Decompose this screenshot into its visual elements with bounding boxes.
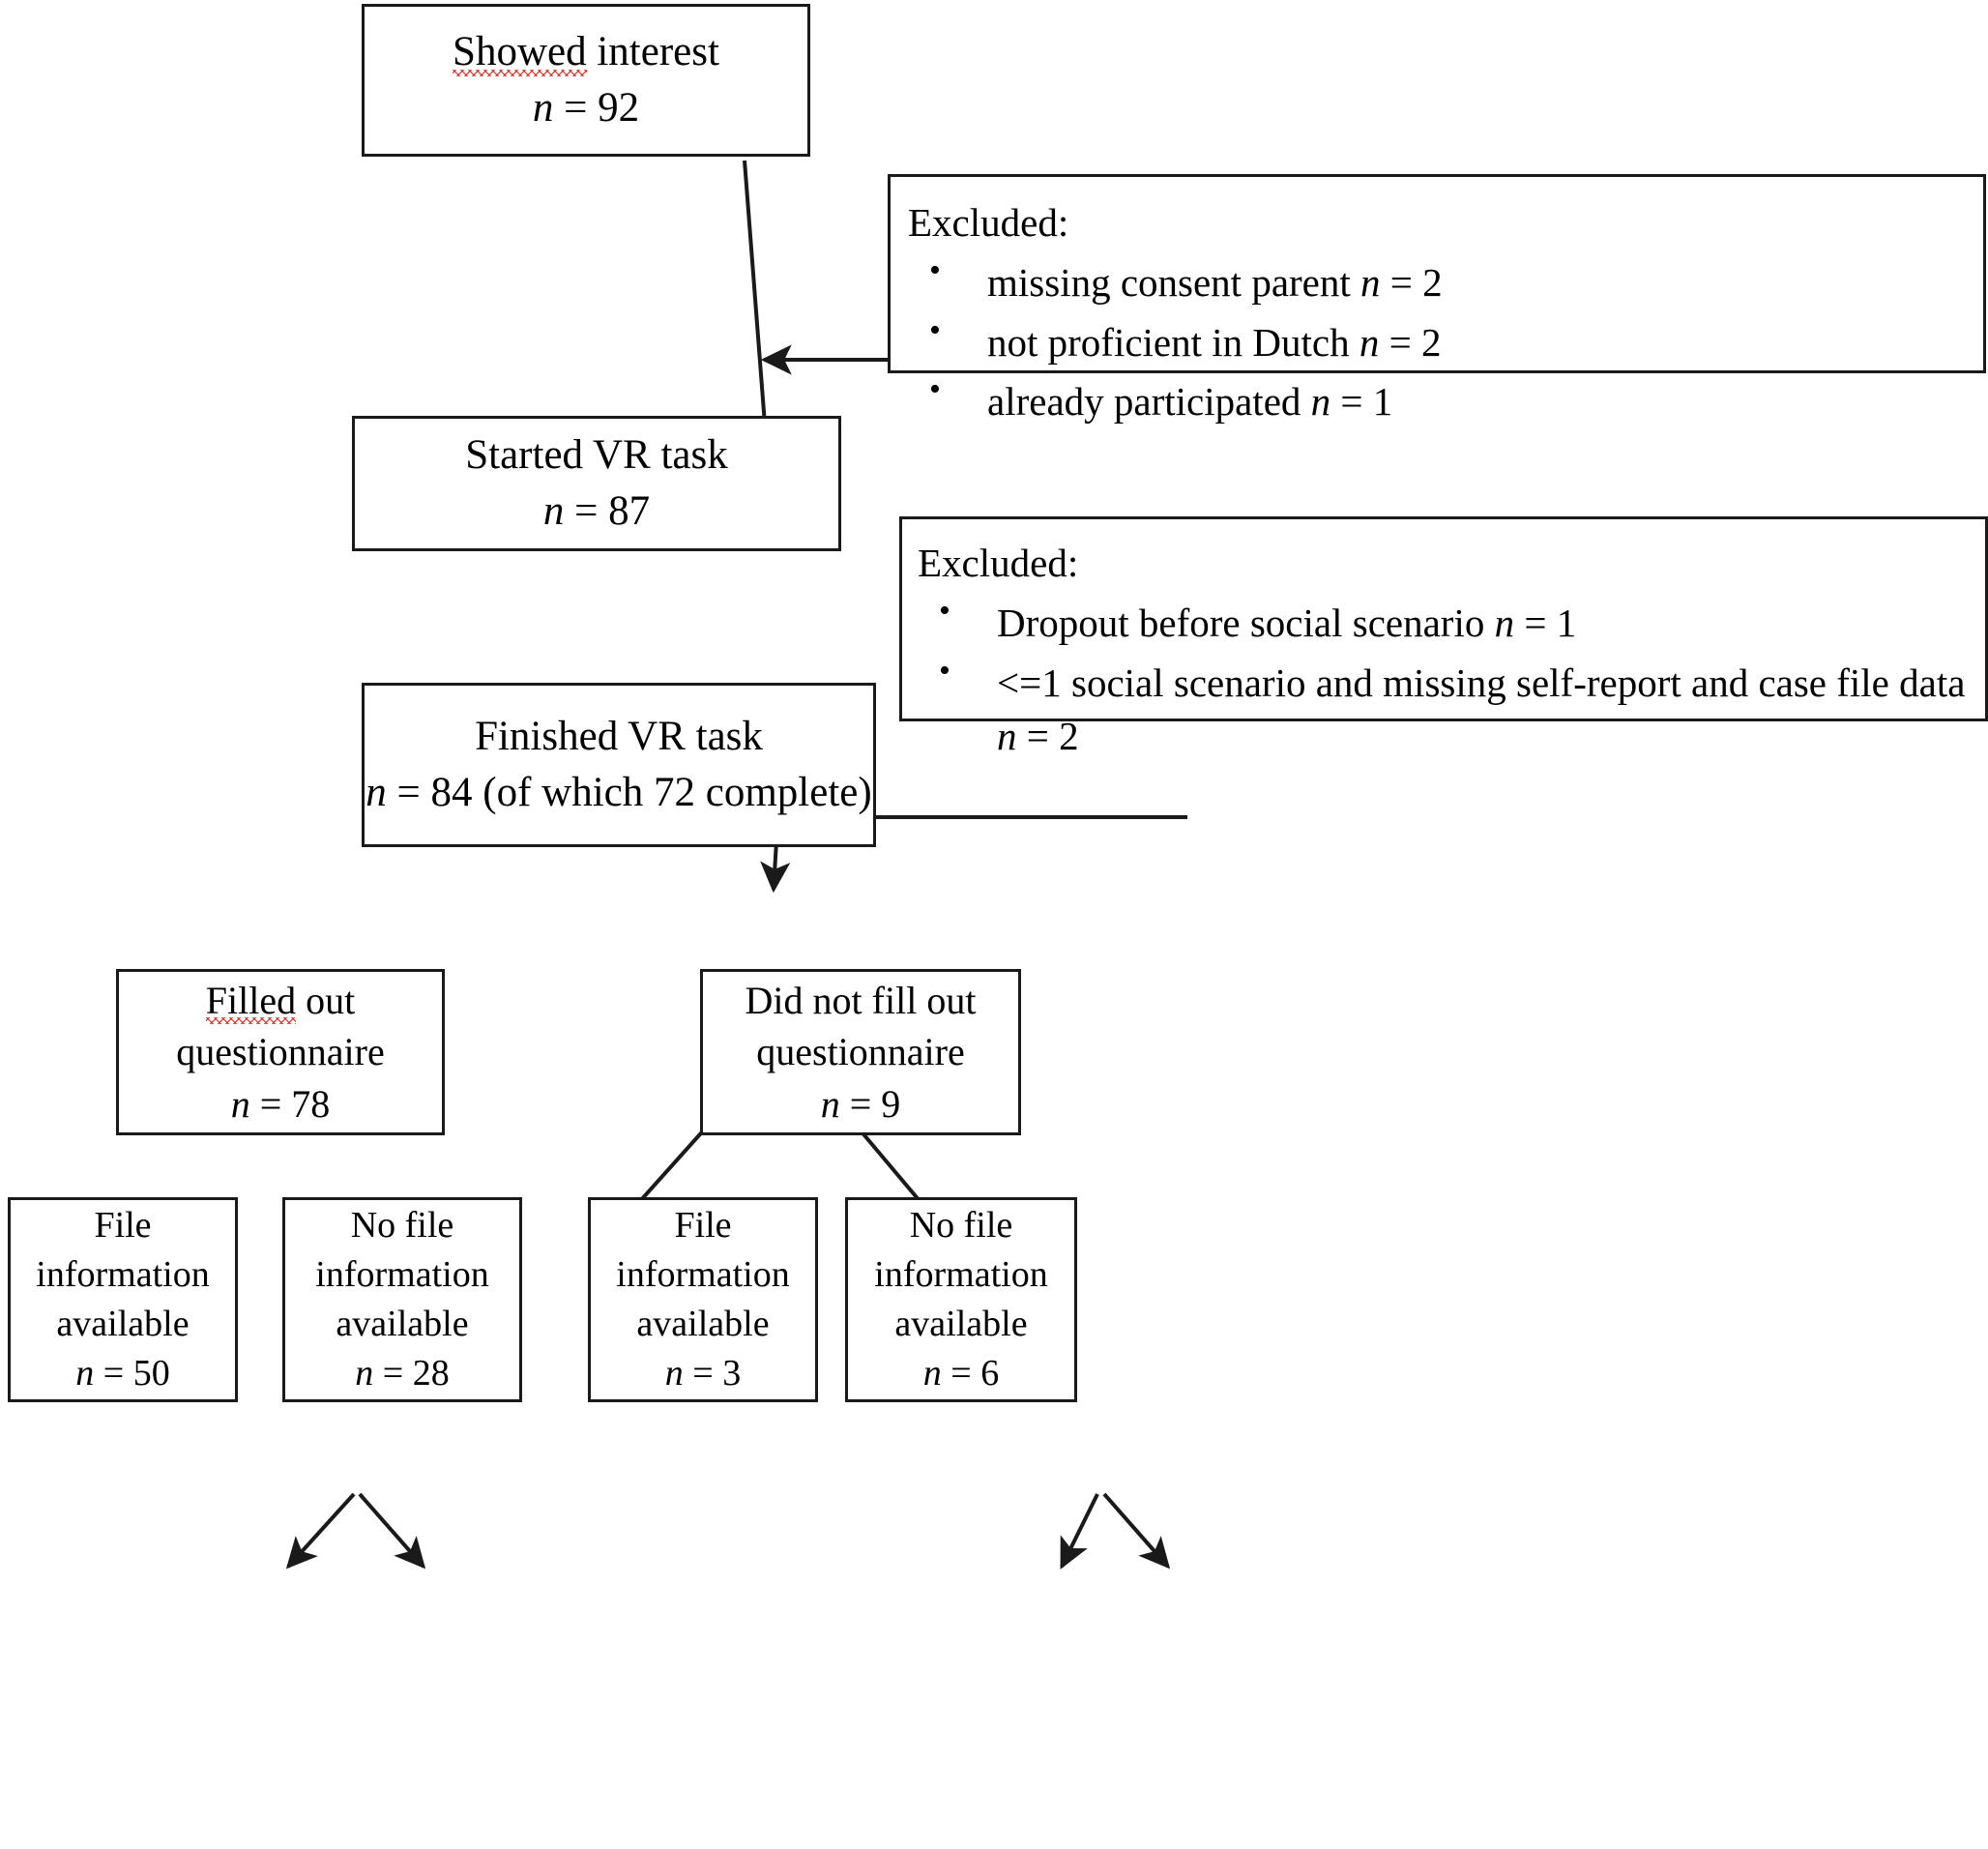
exclusion-item: • already participated n = 1 — [908, 371, 1966, 429]
node-started-vr-count: n = 87 — [542, 488, 651, 534]
node-filled-out-count: n = 78 — [230, 1081, 331, 1126]
exclusion-item: • <=1 social scenario and missing self-re… — [918, 652, 1970, 765]
edge-filled-out-to-file-info-1 — [285, 1492, 356, 1570]
node-did-not-fill-questionnaire: Did not fill out questionnaire n = 9 — [700, 969, 1021, 1135]
n-symbol: n — [1360, 259, 1381, 305]
exclusion-item-text: <=1 social scenario and missing self-rep… — [997, 660, 1966, 705]
n-symbol: n — [532, 85, 554, 131]
node-started-vr-task: Started VR task n = 87 — [352, 416, 841, 551]
node-filled-out-title-line1: Filled out — [205, 978, 356, 1022]
exclusion-item: • missing consent parent n = 2 — [908, 251, 1966, 310]
exclusion-item-count: = 1 — [1330, 379, 1393, 425]
node-no-file-information-available-2: No file information available n = 6 — [845, 1197, 1077, 1402]
spellcheck-underline-filled: Filled — [205, 978, 297, 1022]
node-file-info-1-count: n = 50 — [75, 1352, 170, 1394]
exclusion-item-count: = 1 — [1514, 600, 1577, 645]
node-showed-interest: Showed interest n = 92 — [362, 4, 810, 157]
node-did-not-fill-title-line1: Did not fill out — [745, 978, 977, 1022]
node-finished-vr-title: Finished VR task — [475, 714, 763, 760]
exclusion-item: • Dropout before social scenario n = 1 — [918, 592, 1970, 651]
node-showed-interest-title: Showed interest — [453, 29, 719, 75]
n-symbol: n — [922, 1352, 942, 1394]
line-2: information — [616, 1254, 790, 1296]
node-started-vr-title: Started VR task — [465, 432, 728, 479]
node-no-file-info-2-count: n = 6 — [922, 1352, 1000, 1394]
bullet-icon: • — [939, 592, 950, 629]
line-1: File — [674, 1205, 732, 1247]
bullet-icon: • — [939, 652, 950, 689]
node-did-not-fill-count: n = 9 — [820, 1081, 901, 1126]
exclusion-item-count: = 2 — [1379, 319, 1442, 365]
n-symbol: n — [355, 1352, 374, 1394]
edge-did-not-fill-to-file-info-2 — [1060, 1493, 1099, 1570]
n-symbol: n — [75, 1352, 95, 1394]
n-symbol: n — [664, 1352, 684, 1394]
line-2: information — [874, 1254, 1048, 1296]
exclusion-box-1-list: • missing consent parent n = 2 • not profi… — [908, 251, 1966, 429]
exclusion-item-count: = 2 — [1380, 259, 1443, 305]
node-no-file-info-1-count: n = 28 — [355, 1352, 450, 1394]
n-symbol: n — [1494, 600, 1515, 645]
node-showed-interest-count: n = 92 — [532, 85, 640, 131]
exclusion-item-count: = 2 — [1016, 714, 1079, 759]
line-2: information — [36, 1254, 210, 1296]
n-symbol: n — [1359, 319, 1380, 365]
n-symbol: n — [1310, 379, 1331, 425]
line-2: information — [315, 1254, 489, 1296]
line-1: File — [94, 1205, 152, 1247]
line-1: No file — [909, 1205, 1013, 1247]
edge-did-not-fill-to-no-file-info-2 — [1102, 1492, 1171, 1570]
exclusion-box-2-title: Excluded: — [918, 541, 1079, 585]
node-did-not-fill-title-line2: questionnaire — [756, 1030, 965, 1074]
node-file-information-available-1: File information available n = 50 — [8, 1197, 238, 1402]
node-filled-out-title-line2: questionnaire — [176, 1030, 385, 1074]
n-symbol: n — [230, 1081, 250, 1126]
node-file-info-2-count: n = 3 — [664, 1352, 742, 1394]
bullet-icon: • — [929, 251, 941, 288]
node-finished-vr-count: n = 84 (of which 72 complete) — [365, 770, 872, 815]
n-symbol: n — [997, 714, 1017, 759]
exclusion-item-text: missing consent parent — [987, 259, 1361, 305]
line-3: available — [56, 1304, 190, 1344]
line-3: available — [636, 1304, 770, 1344]
line-3: available — [336, 1304, 469, 1344]
exclusion-item-text: Dropout before social scenario — [997, 600, 1495, 645]
n-symbol: n — [820, 1081, 840, 1126]
line-1: No file — [350, 1205, 454, 1247]
node-filled-out-questionnaire: Filled out questionnaire n = 78 — [116, 969, 445, 1135]
node-no-file-information-available-1: No file information available n = 28 — [282, 1197, 522, 1402]
bullet-icon: • — [929, 311, 941, 348]
exclusion-item: • not proficient in Dutch n = 2 — [908, 311, 1966, 370]
n-symbol: n — [542, 488, 565, 534]
line-3: available — [894, 1304, 1028, 1344]
node-file-information-available-2: File information available n = 3 — [588, 1197, 818, 1402]
edge-filled-out-to-no-file-info-1 — [358, 1492, 426, 1570]
spellcheck-underline-showed: Showed — [453, 29, 587, 75]
exclusion-box-1-title: Excluded: — [908, 200, 1069, 245]
node-finished-vr-task: Finished VR task n = 84 (of which 72 com… — [362, 683, 876, 847]
n-symbol: n — [365, 770, 387, 815]
exclusion-box-2: Excluded: • Dropout before social scenari… — [899, 516, 1988, 758]
exclusion-item-text: already participated — [987, 379, 1311, 425]
exclusion-box-1: Excluded: •missing consent parent n = 2 … — [888, 174, 1986, 424]
exclusion-item-text: not proficient in Dutch — [987, 319, 1359, 365]
exclusion-box-2-list: • Dropout before social scenario n = 1 • <… — [918, 592, 1970, 765]
bullet-icon: • — [929, 371, 941, 408]
